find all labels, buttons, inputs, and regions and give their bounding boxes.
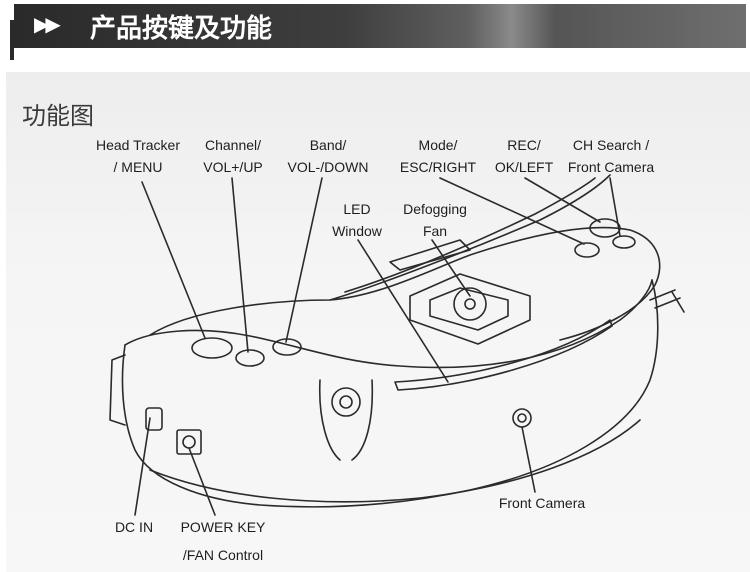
- leader-head-tracker: [141, 181, 206, 339]
- label-rec: REC/ OK/LEFT: [494, 137, 554, 175]
- leader-defogging: [431, 239, 471, 297]
- header-banner: ▶▶ 产品按键及功能: [0, 0, 750, 64]
- label-mode: Mode/ ESC/RIGHT: [399, 137, 477, 175]
- diagram-title: 功能图: [22, 102, 94, 130]
- label-front-camera: Front Camera: [498, 495, 586, 511]
- leader-ch-search: [609, 177, 621, 237]
- visor-strip: [329, 174, 611, 301]
- front-camera-lens-inner: [517, 413, 527, 423]
- dc-in-port: [145, 407, 163, 431]
- label-defogging-fan: Defogging Fan: [403, 201, 467, 239]
- label-band: Band/ VOL-/DOWN: [287, 137, 369, 175]
- visor-strip-inner: [344, 177, 596, 293]
- label-ch-search: CH Search / Front Camera: [567, 137, 655, 175]
- goggles-body-outline: [121, 279, 659, 508]
- channel-button: [235, 349, 265, 367]
- goggles-front-outline: [124, 279, 653, 369]
- label-channel: Channel/ VOL+/UP: [203, 137, 263, 175]
- right-antenna-connector: [649, 289, 685, 313]
- label-led-window: LED Window: [332, 201, 382, 239]
- rec-button: [589, 218, 621, 238]
- leader-led: [357, 239, 449, 383]
- leader-power-key: [188, 447, 216, 516]
- led-window: [394, 319, 613, 391]
- manual-page: [6, 72, 750, 572]
- fan-hub: [464, 298, 476, 310]
- ch-search-button: [612, 235, 636, 249]
- label-power-key: POWER KEY /FAN Control: [180, 519, 266, 563]
- double-arrow-icon: ▶▶: [34, 12, 61, 36]
- label-head-tracker: Head Tracker / MENU: [95, 137, 181, 175]
- power-key: [176, 429, 202, 455]
- label-dc-in: DC IN: [114, 519, 154, 535]
- center-antenna-connector: [331, 387, 361, 417]
- fan-grille: [429, 287, 509, 331]
- front-camera-lens: [512, 408, 532, 428]
- leader-band: [285, 177, 323, 343]
- page-title: 产品按键及功能: [90, 14, 273, 44]
- leader-channel: [231, 177, 249, 353]
- leader-front-camera: [521, 426, 536, 493]
- header-accent: [10, 20, 14, 60]
- leader-rec: [524, 177, 601, 223]
- leader-mode: [439, 177, 585, 245]
- left-side-tab: [109, 354, 126, 426]
- head-tracker-button: [191, 337, 233, 359]
- center-antenna-core: [339, 395, 353, 409]
- antenna-housing: [318, 379, 374, 461]
- fan-rotor: [453, 287, 487, 321]
- fan-housing: [409, 273, 531, 345]
- leader-dc-in: [134, 417, 151, 516]
- power-key-symbol: [182, 435, 196, 449]
- header-bar: [14, 4, 746, 48]
- mode-button: [574, 242, 600, 258]
- goggles-bottom-outline: [149, 419, 641, 503]
